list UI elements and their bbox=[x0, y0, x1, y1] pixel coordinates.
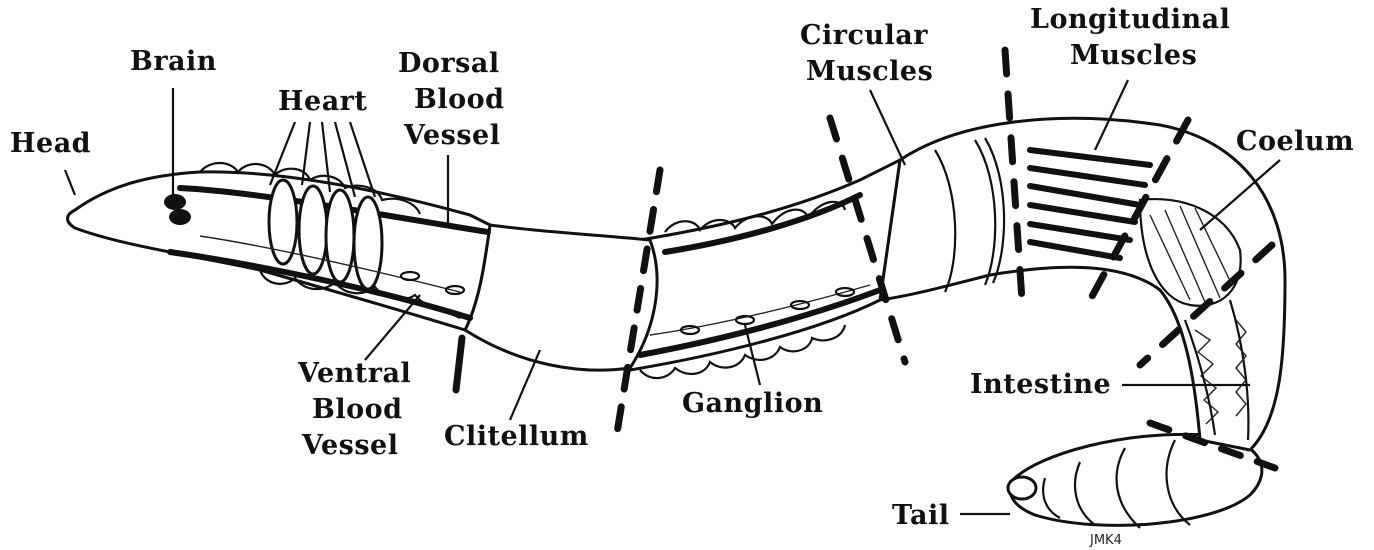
label-head: Head bbox=[10, 128, 91, 159]
heart-ring bbox=[354, 197, 382, 289]
label-heart: Heart bbox=[278, 86, 367, 117]
label-dorsal-line3: Vessel bbox=[403, 120, 501, 151]
worm-body bbox=[68, 50, 1286, 528]
label-intestine: Intestine bbox=[970, 369, 1111, 400]
heart-ring bbox=[326, 190, 354, 282]
brain-lobe bbox=[164, 194, 186, 210]
label-clitellum: Clitellum bbox=[444, 421, 589, 452]
label-dorsal-line2: Blood bbox=[414, 84, 504, 115]
label-longitudinal-line2: Muscles bbox=[1070, 40, 1197, 71]
label-coelum: Coelum bbox=[1236, 126, 1354, 157]
brain-lobe bbox=[169, 209, 191, 225]
artist-signature: JMK4 bbox=[1089, 533, 1122, 548]
section-mark bbox=[456, 338, 462, 390]
heart-ring bbox=[299, 186, 327, 274]
label-ventral-line1: Ventral bbox=[297, 358, 411, 389]
label-brain: Brain bbox=[130, 46, 217, 77]
label-ventral-line2: Blood bbox=[312, 394, 402, 425]
label-longitudinal-line1: Longitudinal bbox=[1030, 4, 1230, 35]
mid-body bbox=[630, 160, 900, 370]
label-circular-line2: Muscles bbox=[806, 56, 933, 87]
label-tail: Tail bbox=[892, 500, 950, 531]
label-circular-line1: Circular bbox=[800, 20, 928, 51]
label-ganglion: Ganglion bbox=[682, 388, 823, 419]
label-ventral-line3: Vessel bbox=[301, 430, 399, 461]
tail-tip bbox=[1008, 477, 1036, 499]
label-dorsal-line1: Dorsal bbox=[398, 48, 500, 79]
